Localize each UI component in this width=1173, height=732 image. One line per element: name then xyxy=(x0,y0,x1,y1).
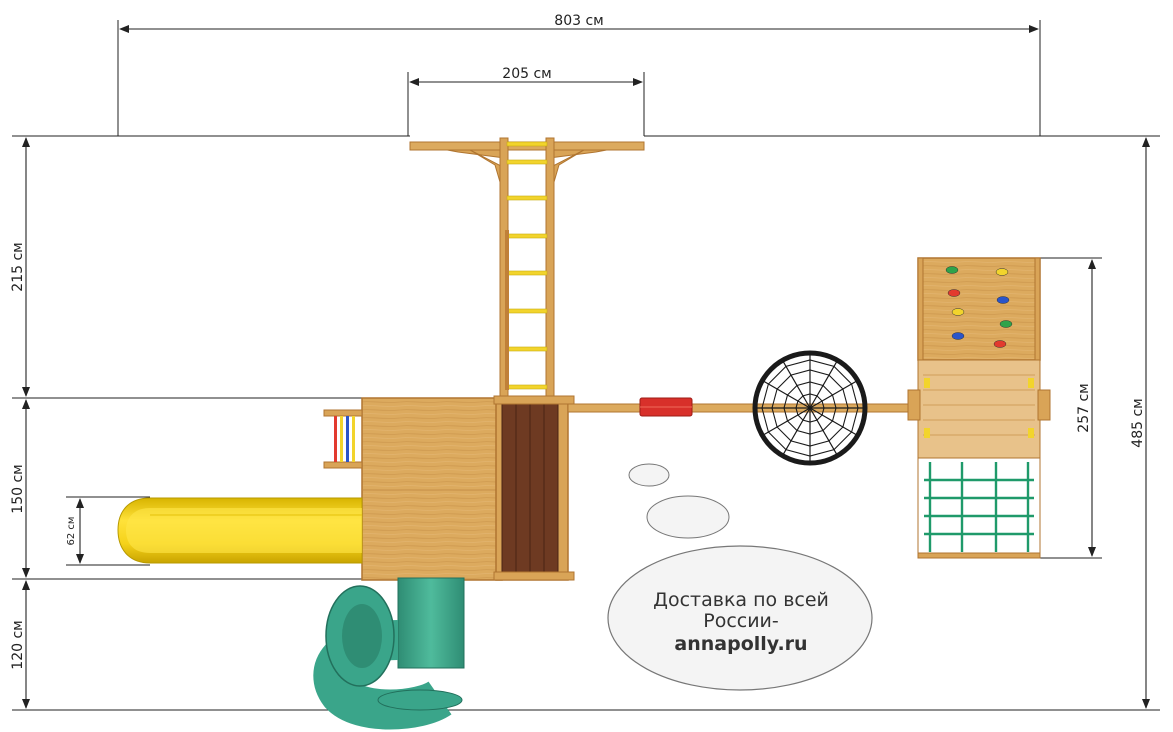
climbing-wall-length-label: 257 см xyxy=(1076,383,1092,432)
ladder-rung xyxy=(506,233,548,239)
ladder-rung xyxy=(506,346,548,352)
ladder-rung xyxy=(506,308,548,314)
decorative-bubbles xyxy=(628,463,730,539)
platform-boards xyxy=(923,374,1035,436)
side-ladder xyxy=(323,409,363,469)
ladder-rung xyxy=(506,270,548,276)
rope-net xyxy=(924,462,1034,552)
climbing-holds xyxy=(945,266,1013,348)
ladder-rungs xyxy=(506,141,548,390)
extension-lines xyxy=(12,20,1160,711)
climbing-hold xyxy=(947,289,961,297)
section-middle-height-label: 150 см xyxy=(10,464,26,513)
climbing-hold xyxy=(995,268,1009,276)
ladder-rung xyxy=(506,195,548,201)
top-beam-width-label: 205 см xyxy=(502,66,551,82)
dimension-section-middle: 150 см xyxy=(10,399,30,578)
ladder-rung xyxy=(506,141,548,147)
callout-line-2: России- xyxy=(703,610,779,632)
yellow-slide xyxy=(117,497,363,564)
swing-seat xyxy=(639,397,693,417)
climbing-hold xyxy=(951,332,965,340)
climbing-hold xyxy=(951,308,965,316)
net-ring xyxy=(771,369,849,447)
dimension-climbing-wall: 257 см xyxy=(1076,259,1096,557)
nest-swing xyxy=(752,350,868,466)
climbing-hold xyxy=(996,296,1010,304)
net-ring xyxy=(761,359,859,457)
climbing-module xyxy=(907,257,1051,559)
ladder-rung xyxy=(506,159,548,165)
yellow-brackets xyxy=(924,378,1034,438)
tower-slats xyxy=(515,404,545,574)
callout-site[interactable]: annapolly.ru xyxy=(674,633,807,655)
dimension-total-depth: 485 см xyxy=(1130,137,1150,709)
tube-slide xyxy=(313,577,465,730)
ladder xyxy=(499,137,555,399)
section-bottom-height-label: 120 см xyxy=(10,620,26,669)
net-ring xyxy=(783,381,837,435)
dimension-section-top: 215 см xyxy=(10,137,30,397)
ladder-rung xyxy=(506,384,548,390)
dimension-total-width: 803 см xyxy=(119,13,1039,33)
climbing-hold xyxy=(993,340,1007,348)
dimension-section-bottom: 120 см xyxy=(10,580,30,709)
nest-swing-net xyxy=(757,355,863,461)
climbing-hold xyxy=(945,266,959,274)
total-width-label: 803 см xyxy=(554,13,603,29)
callout-line-1: Доставка по всей xyxy=(653,589,829,611)
main-tower xyxy=(361,395,575,581)
total-depth-label: 485 см xyxy=(1130,398,1146,447)
section-top-height-label: 215 см xyxy=(10,242,26,291)
dimension-top-beam: 205 см xyxy=(409,66,643,86)
dimension-slide-width: 62 см xyxy=(66,498,84,564)
climbing-hold xyxy=(999,320,1013,328)
callout-bubble xyxy=(607,545,873,691)
net-ring xyxy=(795,393,825,423)
delivery-callout: Доставка по всей России- annapolly.ru xyxy=(607,545,873,691)
slide-width-label: 62 см xyxy=(66,517,77,546)
